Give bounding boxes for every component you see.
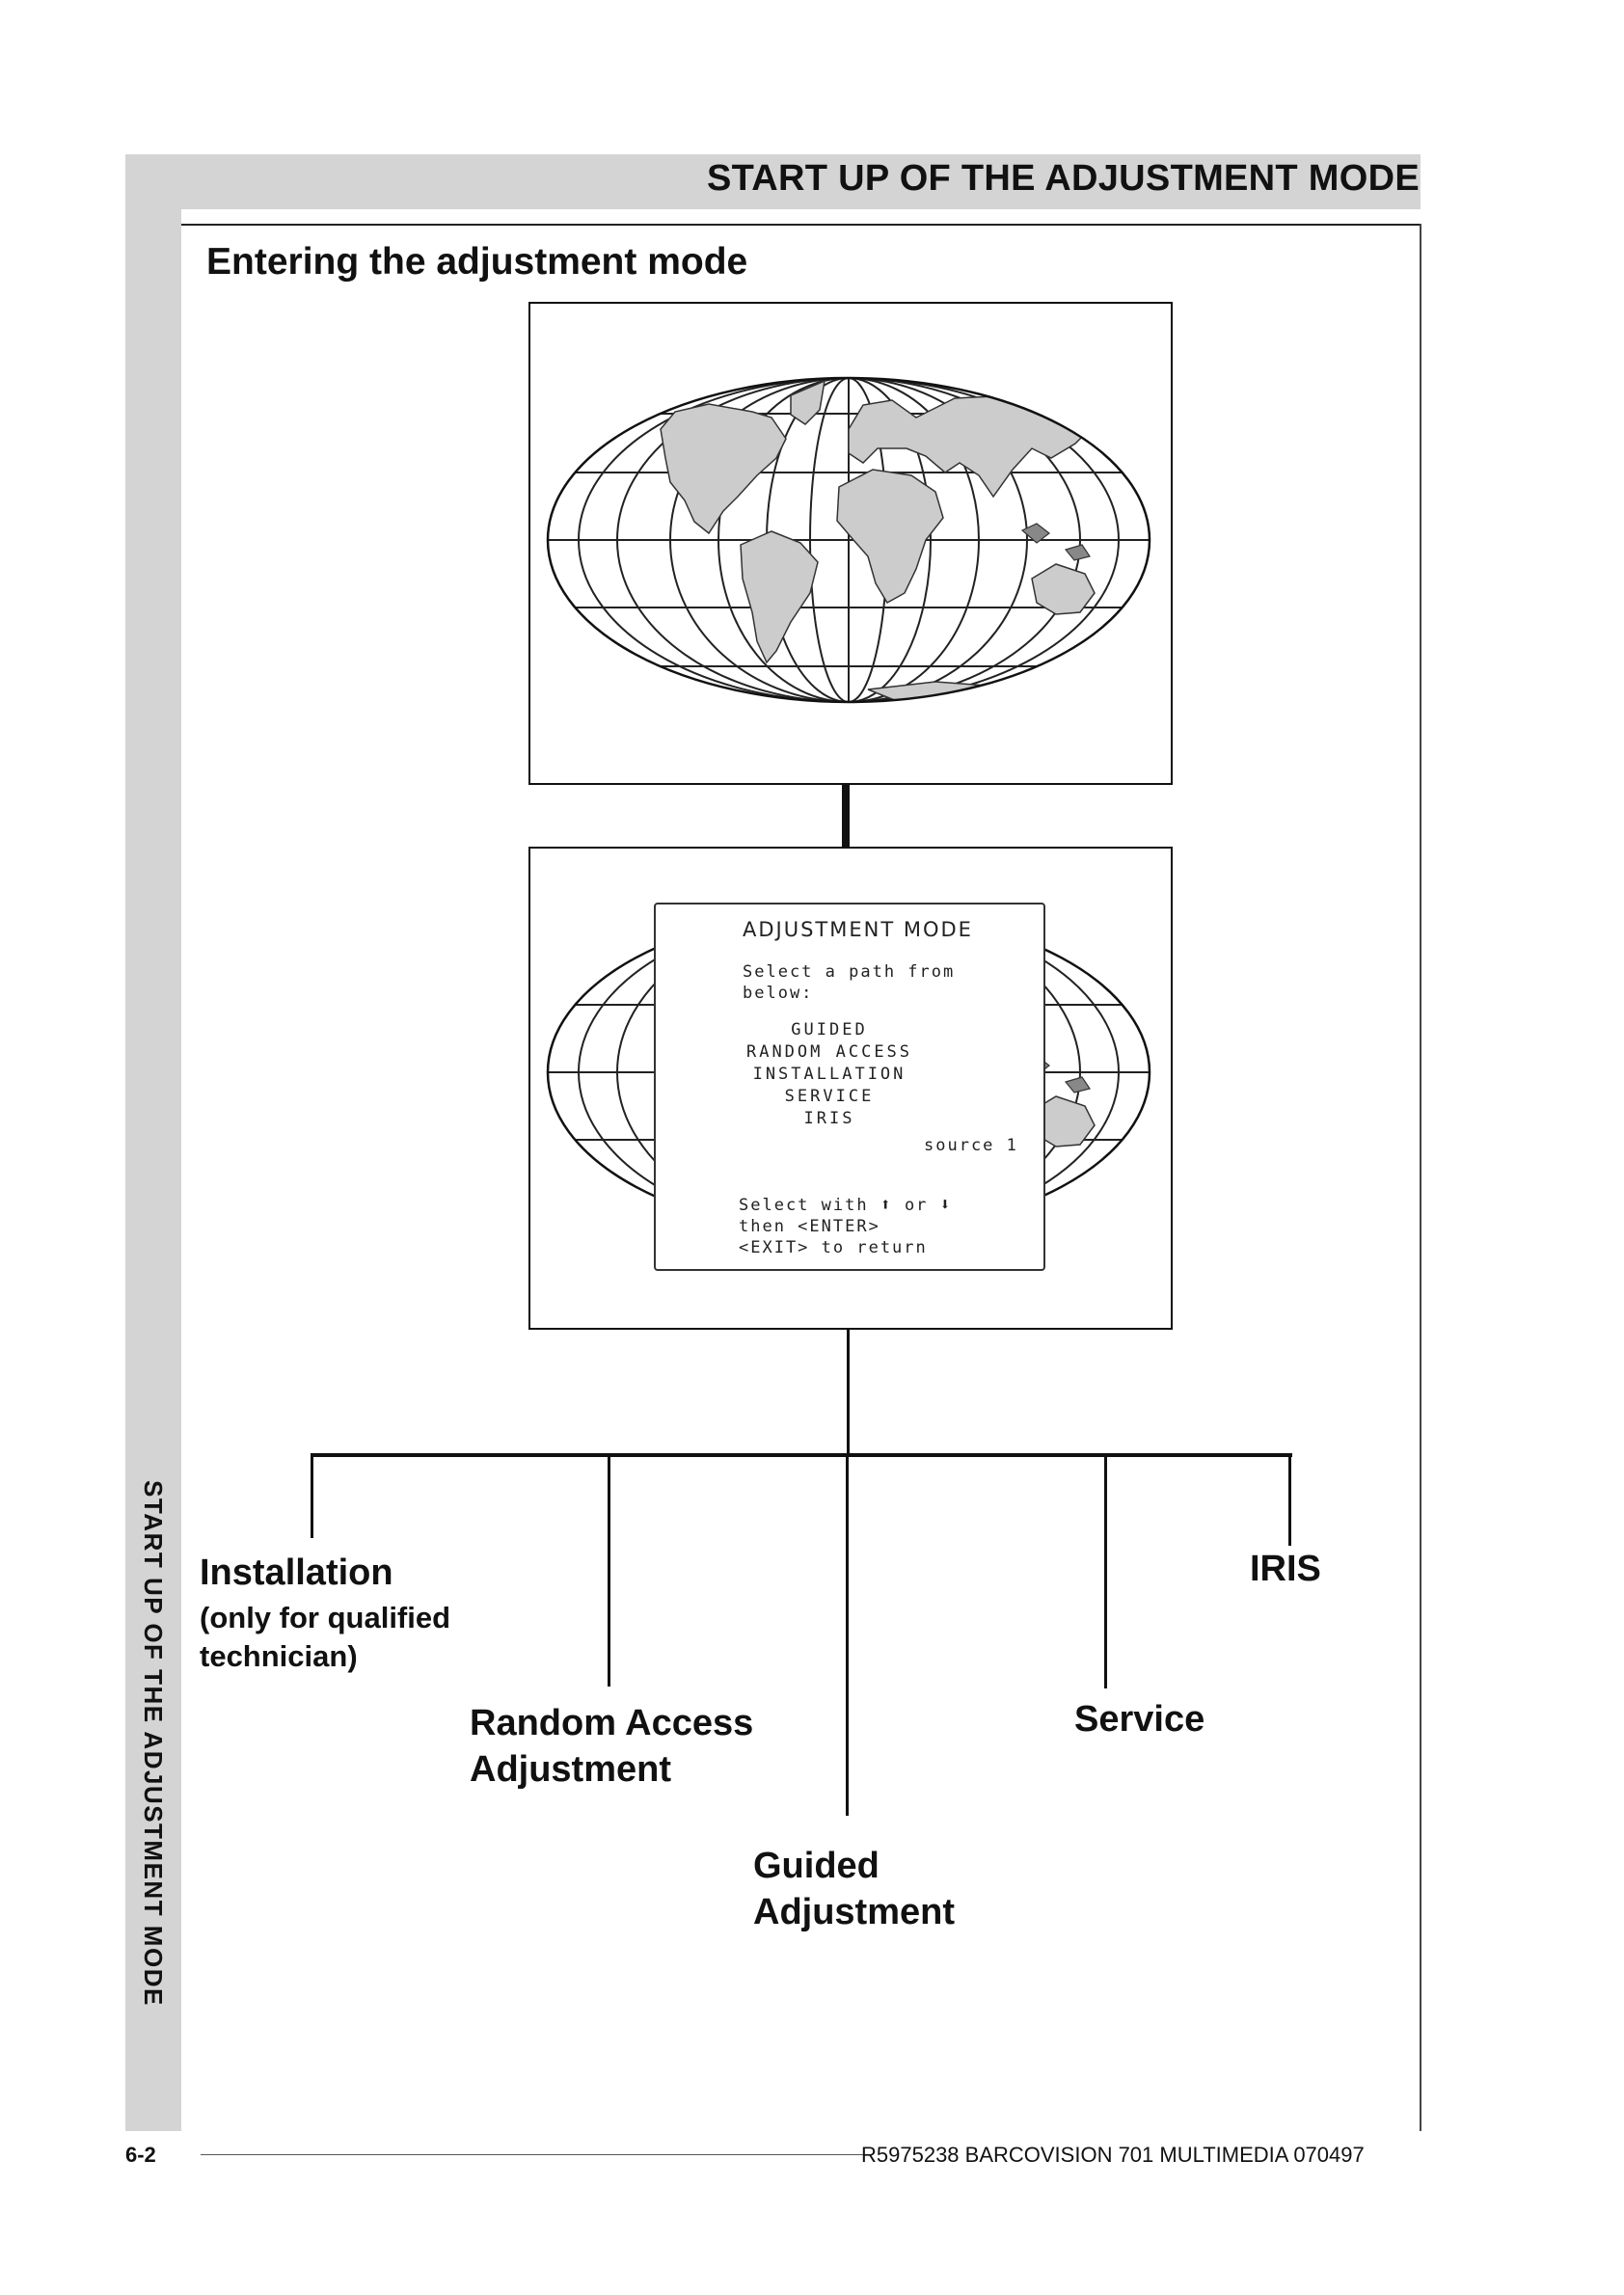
footer-rule [201,2154,866,2155]
arrow-up-icon: ⬆ [880,1195,893,1215]
tree-trunk-line [847,1328,850,1455]
header-band [181,154,1421,209]
arrow-down-icon: ⬇ [939,1195,953,1215]
screen-adjustment-menu: ADJUSTMENT MODE Select a path from below… [528,847,1173,1330]
menu-help-enter: then <ENTER> [739,1217,880,1236]
menu-item-guided[interactable]: GUIDED [791,1020,868,1040]
branch-installation-label: Installation [200,1552,393,1593]
menu-source-label: source 1 [924,1136,1018,1155]
adjustment-mode-menu: ADJUSTMENT MODE Select a path from below… [654,903,1045,1271]
branch-random-access-label: Random Access [470,1703,754,1743]
document-reference: R5975238 BARCOVISION 701 MULTIMEDIA 0704… [861,2143,1365,2167]
menu-prompt: below: [743,984,814,1003]
branch-installation-note: technician) [200,1639,358,1673]
help-or-text: or [904,1196,929,1215]
world-map-illustration [546,376,1151,704]
branch-line-iris [1288,1453,1291,1546]
help-select-text: Select with [739,1196,869,1215]
side-tab-title: START UP OF THE ADJUSTMENT MODE [139,1480,168,2007]
side-tab-bar [125,154,181,2131]
page-number: 6-2 [125,2143,156,2167]
menu-prompt: Select a path from [743,962,956,982]
menu-title: ADJUSTMENT MODE [743,918,973,941]
frame-right-rule [1420,224,1421,2131]
branch-installation-note: (only for qualified [200,1601,451,1634]
page-header-title: START UP OF THE ADJUSTMENT MODE [706,158,1420,199]
section-title: Entering the adjustment mode [206,241,748,283]
frame-top-rule [181,224,1421,226]
branch-guided-label: Adjustment [753,1892,955,1932]
branch-guided-label: Guided [753,1846,880,1886]
screen-world-map [528,302,1173,785]
branch-iris-label: IRIS [1250,1549,1321,1589]
connector-line [842,783,850,847]
menu-help-exit: <EXIT> to return [739,1238,928,1257]
menu-item-list: GUIDED RANDOM ACCESS INSTALLATION SERVIC… [656,1020,1003,1131]
menu-item-iris[interactable]: IRIS [803,1109,855,1128]
branch-line-installation [311,1453,313,1538]
branch-line-guided [846,1453,849,1816]
branch-line-random-access [608,1453,610,1687]
branch-random-access-label: Adjustment [470,1749,671,1790]
menu-help-select: Select with ⬆ or ⬇ [739,1196,953,1215]
menu-item-installation[interactable]: INSTALLATION [752,1065,907,1084]
menu-item-service[interactable]: SERVICE [784,1087,875,1106]
branch-service-label: Service [1074,1699,1205,1740]
branch-line-service [1104,1453,1107,1688]
menu-item-random-access[interactable]: RANDOM ACCESS [745,1042,913,1062]
tree-horizontal-line [311,1453,1292,1457]
